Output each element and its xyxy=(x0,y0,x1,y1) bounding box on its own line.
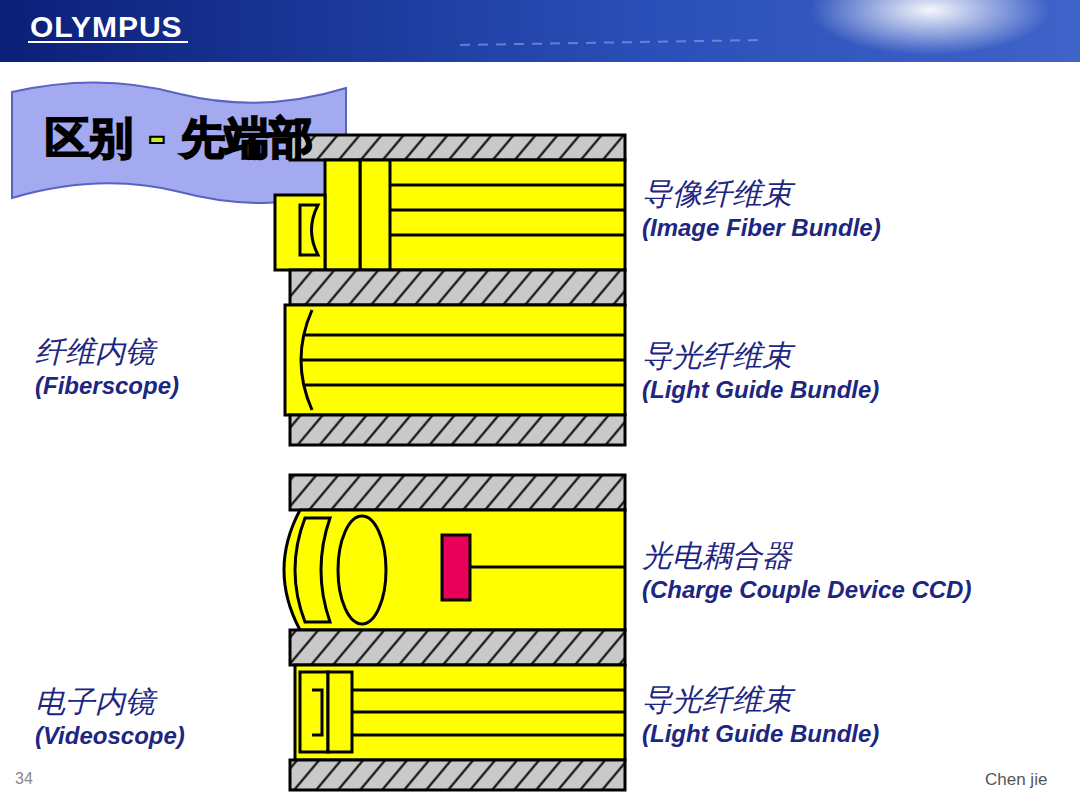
wall-hatch xyxy=(290,630,625,665)
author-note: Chen jie xyxy=(985,770,1047,790)
wall-hatch xyxy=(290,760,625,790)
wall-hatch xyxy=(290,270,625,305)
page-number: 34 xyxy=(15,770,33,788)
lens xyxy=(295,518,330,622)
slide-title: 区别 - 先端部 xyxy=(18,112,340,165)
wall-hatch xyxy=(290,135,625,160)
ccd-chip xyxy=(442,535,470,600)
lens xyxy=(338,516,386,624)
wall-hatch xyxy=(290,475,625,510)
wall-hatch xyxy=(290,415,625,445)
image-fiber-bundle xyxy=(360,160,625,270)
scope-type: 电子内镜 xyxy=(35,682,155,723)
part-name: 导光纤维束 xyxy=(642,680,792,721)
part-name: (Light Guide Bundle) xyxy=(642,720,879,748)
lens xyxy=(275,195,325,270)
objective-area xyxy=(284,510,625,630)
part-name: (Image Fiber Bundle) xyxy=(642,214,881,242)
title-badge xyxy=(12,82,346,203)
logo-text: OLYMPUS xyxy=(30,10,183,44)
part-name: (Light Guide Bundle) xyxy=(642,376,879,404)
lens xyxy=(325,160,360,270)
part-name: 导像纤维束 xyxy=(642,174,792,215)
lens xyxy=(300,672,328,752)
part-name: 导光纤维束 xyxy=(642,336,792,377)
scope-type: (Fiberscope) xyxy=(35,372,179,400)
scope-type: (Videoscope) xyxy=(35,722,185,750)
fiberscope-section xyxy=(275,135,625,445)
videoscope-section xyxy=(284,475,625,790)
lens xyxy=(328,672,352,752)
light-guide-bundle xyxy=(285,305,625,415)
part-name: (Charge Couple Device CCD) xyxy=(642,576,971,604)
header-dashes xyxy=(460,40,760,45)
header-glow xyxy=(810,0,1050,55)
lens-curve xyxy=(300,205,318,255)
part-name: 光电耦合器 xyxy=(642,536,792,577)
light-guide-bundle xyxy=(295,665,625,760)
scope-type: 纤维内镜 xyxy=(35,332,155,373)
